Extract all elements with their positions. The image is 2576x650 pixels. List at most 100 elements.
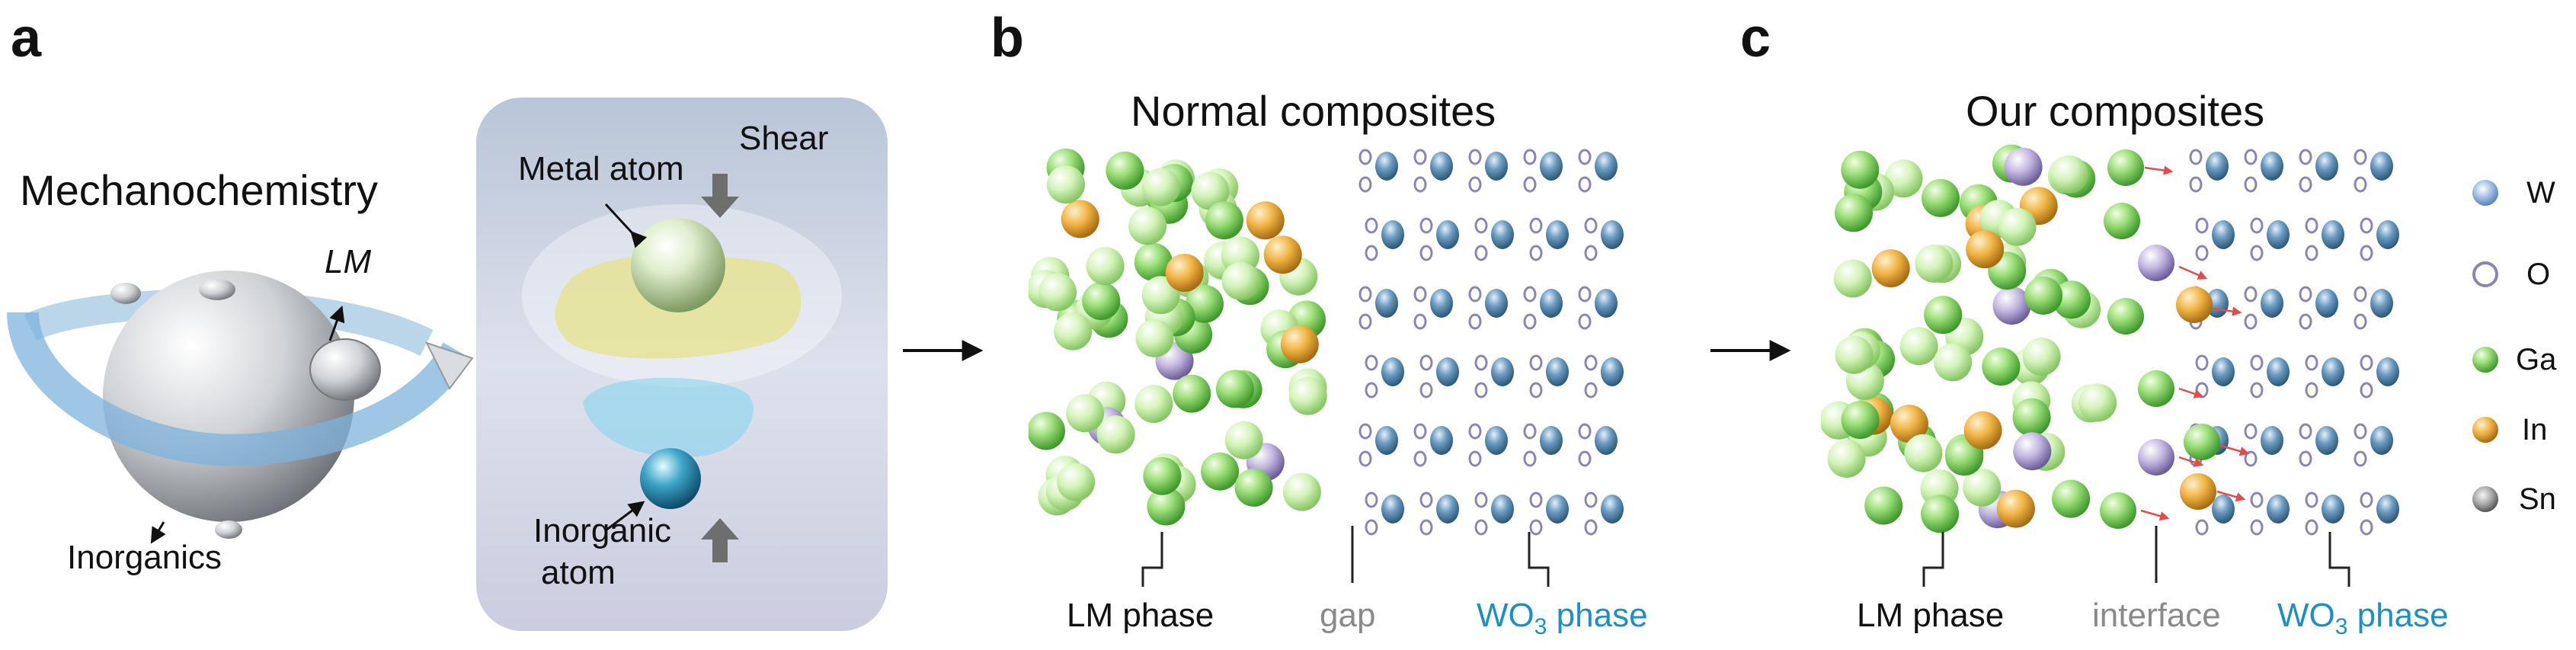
sn-atom [1992, 287, 2031, 325]
o-atom [1468, 176, 1482, 193]
ga-atom [1038, 273, 1077, 312]
o-atom [1358, 423, 1372, 440]
ga-atom [1215, 370, 1254, 408]
o-atom [2305, 492, 2318, 508]
arrow-a-to-b [903, 340, 984, 361]
w-atom [1375, 152, 1398, 181]
ga-atom [1147, 487, 1186, 526]
w-atom [2376, 495, 2399, 524]
legend: W O Ga In Sn [2469, 164, 2575, 530]
w-atom [1546, 495, 1569, 524]
w-atom [1491, 495, 1514, 524]
c-wo3-phase-label: WO3 phase [2277, 597, 2449, 639]
w-atom [2212, 357, 2235, 386]
o-atom [1365, 492, 1378, 508]
w-atom [1375, 289, 1398, 318]
o-atom [2244, 176, 2258, 193]
diffusion-arrow [2213, 306, 2242, 316]
c-label-leaders [1922, 526, 2350, 587]
interface-atom [2138, 370, 2174, 407]
legend-swatch-ga [2472, 347, 2498, 373]
w-atom [2322, 495, 2344, 524]
o-atom [2299, 149, 2312, 165]
shear-label: Shear [739, 120, 829, 157]
ga-atom [1135, 319, 1174, 357]
o-atom [2244, 313, 2258, 330]
o-atom [2360, 492, 2373, 508]
w-atom [1436, 220, 1459, 249]
w-atom [2212, 495, 2235, 524]
diffusion-arrow [2178, 265, 2208, 280]
o-atom [1468, 423, 1482, 440]
w-atom [1540, 152, 1563, 181]
o-atom [2360, 245, 2373, 261]
w-atom [1491, 357, 1514, 386]
panel-letter-b: b [990, 8, 1024, 69]
b-wo3-phase-label: WO3 phase [1477, 597, 1648, 639]
in-atom [1246, 201, 1285, 240]
o-atom [1529, 519, 1543, 536]
ga-atom [1134, 385, 1173, 423]
ga-atom [1982, 347, 2021, 386]
w-atom [1540, 426, 1563, 455]
ga-atom [1864, 486, 1903, 525]
o-atom [2354, 313, 2367, 330]
o-atom [1468, 149, 1482, 165]
inorganic-atom-label-2: atom [541, 554, 616, 591]
ga-atom [1945, 437, 1984, 476]
legend-swatch-w [2472, 180, 2498, 206]
w-atom [1595, 426, 1618, 455]
o-atom [1474, 245, 1488, 261]
o-atom [1578, 176, 1592, 193]
ga-atom [1201, 452, 1240, 491]
o-atom [2299, 286, 2312, 303]
in-atom [1996, 489, 2035, 528]
ga-atom [2022, 338, 2061, 376]
ga-atom [1205, 201, 1243, 240]
o-atom [1358, 313, 1372, 330]
ga-atom [1086, 247, 1125, 286]
c-lm-phase-label: LM phase [1857, 597, 2005, 634]
w-atom [2267, 357, 2290, 386]
o-atom [1413, 313, 1427, 330]
o-atom [1413, 450, 1427, 467]
shear-box [476, 98, 888, 631]
sn-atom [2004, 147, 2043, 186]
b-lm-phase-label: LM phase [1067, 597, 1214, 634]
w-atom [2261, 426, 2283, 455]
w-atom [2206, 152, 2229, 181]
w-atom [1546, 357, 1569, 386]
o-atom [1529, 382, 1543, 399]
ga-atom [2012, 398, 2051, 437]
o-atom [1474, 492, 1488, 508]
metal-atom-label: Metal atom [518, 150, 684, 187]
in-atom [1966, 230, 2005, 269]
ga-atom [1835, 194, 1873, 232]
ga-atom [1191, 171, 1230, 210]
b-label-leaders [1141, 526, 1550, 587]
w-atom [2376, 220, 2399, 249]
w-atom [2315, 426, 2338, 455]
ga-atom [1057, 463, 1096, 501]
o-atom [1584, 354, 1598, 371]
o-atom [1358, 149, 1372, 165]
o-atom [1419, 354, 1433, 371]
w-atom [1430, 152, 1453, 181]
o-atom [1584, 217, 1598, 234]
w-atom [2267, 220, 2290, 249]
o-atom [2354, 423, 2367, 440]
o-atom [1529, 492, 1543, 508]
o-atom [1523, 423, 1537, 440]
ga-atom [1047, 165, 1085, 204]
o-atom [1523, 450, 1537, 467]
in-atom [1061, 200, 1099, 239]
ga-atom [1924, 296, 1963, 335]
w-atom [1595, 289, 1618, 318]
ga-atom [1224, 421, 1263, 459]
interface-atom [2180, 473, 2216, 510]
o-atom [1365, 519, 1378, 536]
ga-atom [1899, 327, 1938, 366]
in-atom [1165, 254, 1204, 292]
w-atom [1540, 289, 1563, 318]
o-atom [2305, 519, 2318, 536]
